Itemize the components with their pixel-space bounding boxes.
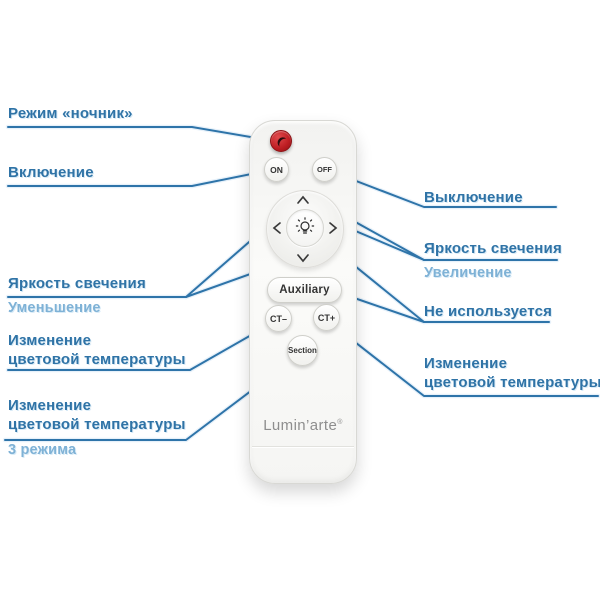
- label-power-on-text: Включение: [8, 164, 94, 181]
- ct-minus-label: CT–: [269, 313, 287, 324]
- label-power-off-text: Выключение: [424, 189, 523, 206]
- chevron-right-icon: [329, 222, 338, 234]
- ct-plus-label: CT+: [317, 312, 336, 323]
- label-brightness-decrease: Яркость свечения Уменьшение: [8, 274, 146, 318]
- chevron-down-icon: [297, 254, 309, 263]
- night-mode-button[interactable]: [270, 130, 292, 152]
- label-power-off: Выключение: [424, 188, 523, 207]
- label-increase-text: Увеличение: [424, 265, 512, 281]
- remote-control: ON OFF: [249, 120, 357, 484]
- label-decrease-text: Уменьшение: [8, 300, 101, 316]
- section-button[interactable]: Section: [287, 335, 318, 366]
- label-brightness2-text: Яркость свечения: [424, 240, 562, 257]
- label-night-mode: Режим «ночник»: [8, 104, 133, 123]
- ct-plus-button[interactable]: CT+: [313, 304, 340, 331]
- label-not-used-text: Не используется: [424, 303, 553, 320]
- dpad-right-button[interactable]: [326, 222, 340, 234]
- on-button[interactable]: ON: [264, 157, 289, 182]
- label-ct-change-r-line1: Изменение: [424, 355, 508, 372]
- label-ct-modes-sub: 3 режима: [8, 442, 77, 458]
- auxiliary-button[interactable]: Auxiliary: [267, 277, 342, 303]
- off-button[interactable]: OFF: [312, 157, 337, 182]
- battery-cover-seam: [252, 446, 354, 448]
- label-ct-change-right: Изменение цветовой температуры: [424, 354, 600, 392]
- light-bulb-icon: [295, 217, 315, 234]
- label-ct-modes: Изменение цветовой температуры 3 режима: [8, 396, 186, 460]
- registered-mark: ®: [337, 419, 343, 426]
- brand-name: Lumin’arte: [263, 417, 338, 434]
- off-button-label: OFF: [317, 165, 332, 174]
- pointer-night-mode: [7, 126, 269, 143]
- chevron-left-icon: [272, 222, 281, 234]
- section-button-label: Section: [288, 346, 317, 355]
- label-ct-change-line1: Изменение: [8, 332, 92, 349]
- dpad: [266, 190, 344, 268]
- dpad-up-button[interactable]: [296, 195, 310, 205]
- label-power-on: Включение: [8, 163, 94, 182]
- label-ct-modes-line2: цветовой температуры: [8, 416, 186, 433]
- label-ct-modes-line1: Изменение: [8, 397, 92, 414]
- dpad-down-button[interactable]: [296, 253, 310, 263]
- label-ct-change-r-line2: цветовой температуры: [424, 374, 600, 391]
- dpad-center-button[interactable]: [286, 209, 324, 247]
- ct-minus-button[interactable]: CT–: [265, 305, 292, 332]
- chevron-up-icon: [297, 195, 309, 204]
- label-ct-change-left: Изменение цветовой температуры: [8, 331, 186, 369]
- label-brightness-text: Яркость свечения: [8, 275, 146, 292]
- label-night-mode-text: Режим «ночник»: [8, 105, 133, 122]
- brand-logo: Lumin’arte®: [250, 417, 356, 434]
- label-brightness-increase: Яркость свечения Увеличение: [424, 239, 562, 283]
- auxiliary-button-label: Auxiliary: [279, 284, 330, 296]
- dpad-left-button[interactable]: [270, 222, 284, 234]
- label-ct-change-line2: цветовой температуры: [8, 351, 186, 368]
- on-button-label: ON: [270, 164, 283, 175]
- label-not-used: Не используется: [424, 302, 552, 321]
- crescent-moon-icon: [277, 136, 286, 147]
